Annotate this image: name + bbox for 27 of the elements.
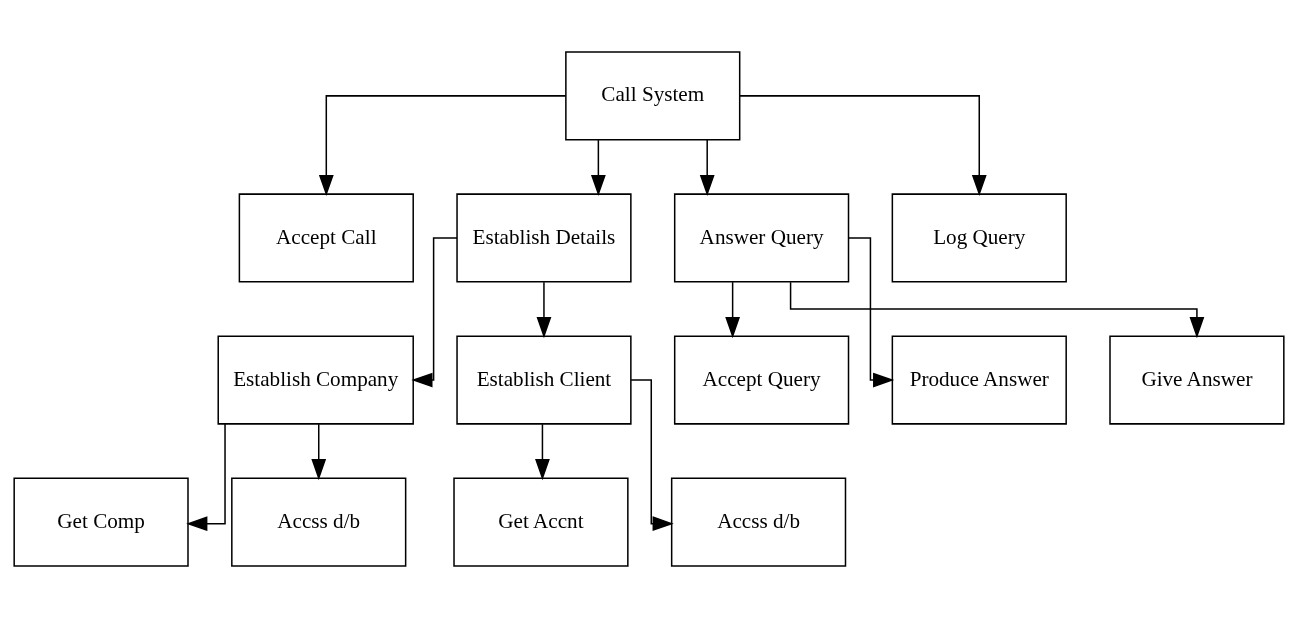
arrow (789, 280, 1205, 338)
node-box: Establish Company (217, 334, 414, 425)
node-box: Answer Query (673, 192, 850, 283)
arrow (630, 378, 674, 531)
node-box: Get Comp (13, 477, 189, 567)
node-box: Accss d/b (670, 477, 847, 567)
node-box: Call System (565, 50, 741, 140)
arrow (318, 94, 567, 196)
node-box: Accept Call (238, 192, 414, 283)
node-box: Establish Details (456, 192, 632, 283)
arrow (848, 236, 895, 387)
arrow (590, 138, 606, 196)
node-box: Produce Answer (891, 334, 1067, 425)
arrow (535, 422, 550, 480)
node-box: Establish Client (456, 334, 632, 425)
node-box: Get Accnt (453, 477, 629, 567)
node-box: Accss d/b (231, 477, 407, 567)
node-box: Accept Query (673, 334, 850, 425)
arrow (186, 422, 226, 531)
arrow (699, 138, 715, 196)
arrow (725, 280, 741, 338)
node-box: Log Query (891, 192, 1067, 283)
arrow (311, 422, 327, 480)
arrow (411, 236, 458, 387)
arrow (739, 94, 987, 196)
node-box: Give Answer (1109, 334, 1285, 425)
arrow (536, 280, 552, 338)
